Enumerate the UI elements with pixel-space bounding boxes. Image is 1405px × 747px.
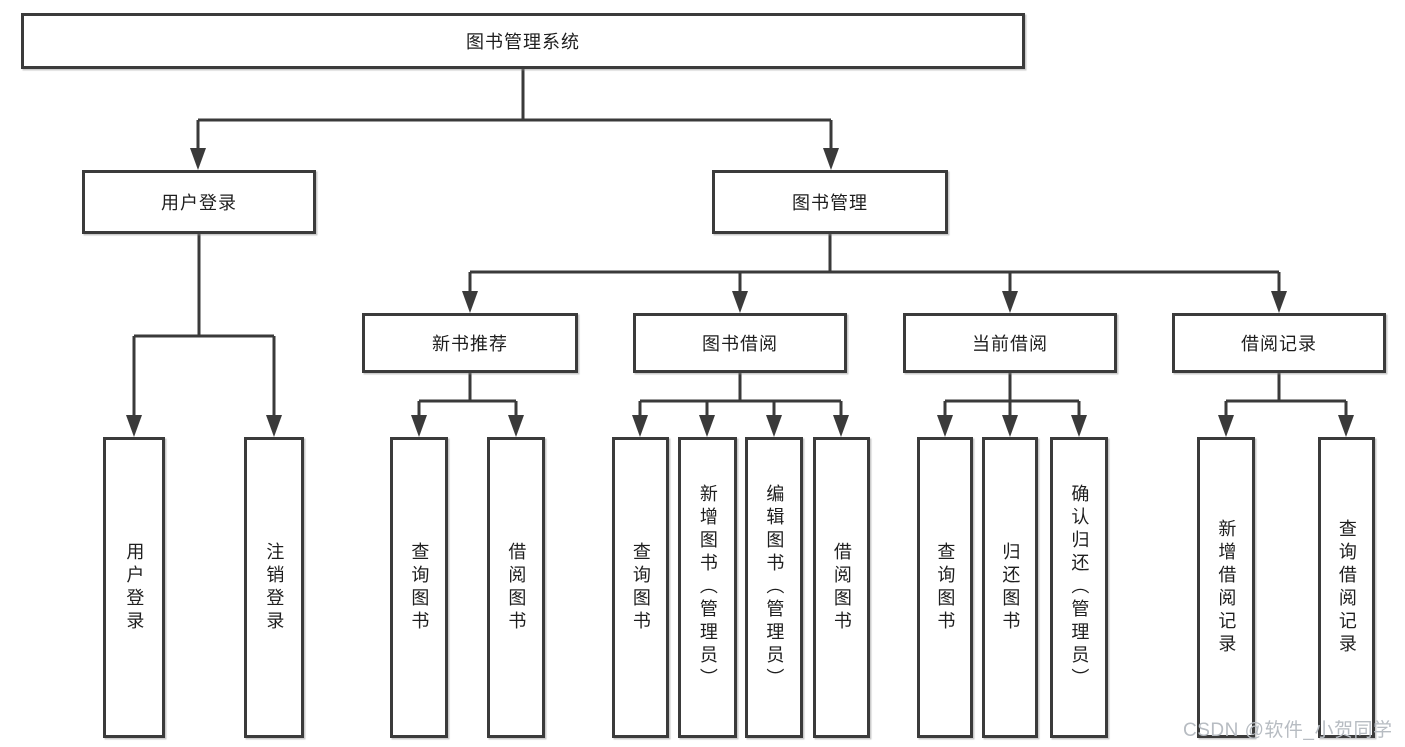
node-leaf-borrow-books-2: 借阅图书	[813, 437, 870, 738]
connector-book-borrow-to-children	[632, 373, 849, 437]
node-leaf-return-books: 归还图书	[982, 437, 1038, 738]
leaf-label: 查询借阅记录	[1336, 518, 1357, 657]
leaf-label: 查询图书	[935, 541, 956, 634]
node-leaf-query-books-3: 查询图书	[917, 437, 973, 738]
node-current-borrow: 当前借阅	[903, 313, 1117, 373]
node-book-borrow: 图书借阅	[633, 313, 847, 373]
connector-user-login-to-children	[126, 234, 282, 437]
node-user-login: 用户登录	[82, 170, 316, 234]
leaf-label: 归还图书	[1000, 541, 1021, 634]
leaf-label: 确认归还（管理员）	[1069, 484, 1090, 691]
leaf-label: 新增图书（管理员）	[697, 484, 718, 691]
connector-borrow-records-to-children	[1218, 373, 1354, 437]
node-leaf-confirm-return-admin: 确认归还（管理员）	[1050, 437, 1108, 738]
node-leaf-query-books-1: 查询图书	[390, 437, 448, 738]
connector-new-book-rec-to-children	[411, 373, 524, 437]
node-leaf-logout: 注销登录	[244, 437, 304, 738]
node-book-management: 图书管理	[712, 170, 948, 234]
connector-root-to-level2	[190, 69, 839, 170]
node-leaf-query-books-2: 查询图书	[612, 437, 669, 738]
node-leaf-borrow-books-1: 借阅图书	[487, 437, 545, 738]
node-leaf-add-borrow-record: 新增借阅记录	[1197, 437, 1255, 738]
node-leaf-add-books-admin: 新增图书（管理员）	[678, 437, 737, 738]
leaf-label: 借阅图书	[506, 541, 527, 634]
leaf-label: 注销登录	[264, 541, 285, 634]
connector-current-borrow-to-children	[937, 373, 1087, 437]
node-leaf-query-borrow-record: 查询借阅记录	[1318, 437, 1375, 738]
node-root-system: 图书管理系统	[21, 13, 1025, 69]
csdn-watermark: CSDN @软件_小贺同学	[1183, 720, 1393, 741]
node-leaf-edit-books-admin: 编辑图书（管理员）	[745, 437, 803, 738]
leaf-label: 用户登录	[124, 541, 145, 634]
leaf-label: 编辑图书（管理员）	[764, 484, 785, 691]
leaf-label: 查询图书	[409, 541, 430, 634]
node-new-book-recommend: 新书推荐	[362, 313, 578, 373]
leaf-label: 查询图书	[630, 541, 651, 634]
leaf-label: 新增借阅记录	[1216, 518, 1237, 657]
leaf-label: 借阅图书	[831, 541, 852, 634]
node-borrow-records: 借阅记录	[1172, 313, 1386, 373]
connector-book-mgmt-to-level3	[462, 234, 1287, 313]
node-leaf-user-login: 用户登录	[103, 437, 165, 738]
